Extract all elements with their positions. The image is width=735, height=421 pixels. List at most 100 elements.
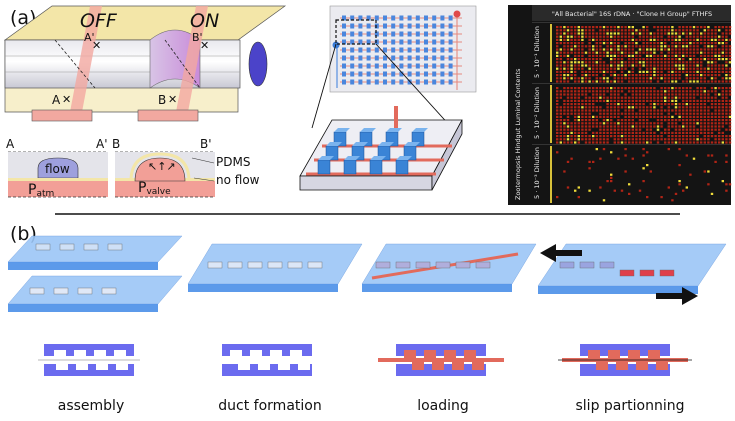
heatmap-cell <box>710 141 714 144</box>
heatmap-cell <box>624 54 627 57</box>
heatmap-cell <box>556 128 559 131</box>
heatmap-cell <box>563 61 566 64</box>
heatmap-cell <box>703 58 706 61</box>
heatmap-cell <box>635 87 638 90</box>
heatmap-cell <box>581 103 584 106</box>
heatmap-cell <box>574 38 577 41</box>
heatmap-cell <box>692 131 696 134</box>
heatmap-cell <box>721 109 724 112</box>
grid-well <box>415 79 420 85</box>
heatmap-cell <box>638 45 642 48</box>
heatmap-cell <box>620 74 624 77</box>
heatmap-cell <box>610 64 613 67</box>
heatmap-cell <box>674 64 678 67</box>
heatmap-cell <box>574 77 577 80</box>
zoom-box <box>335 19 377 45</box>
zoomed-chip-side <box>431 119 463 191</box>
heatmap-cell <box>577 29 580 32</box>
heatmap-cell <box>581 61 584 64</box>
cross-mark-icon: ✕ <box>62 93 71 106</box>
heatmap-cell <box>728 115 732 118</box>
heatmap-cell <box>610 112 613 115</box>
heatmap-cell <box>656 90 660 93</box>
heatmap-cell <box>556 122 559 125</box>
heatmap-cell <box>602 109 606 112</box>
heatmap-cell <box>599 106 602 109</box>
heatmap-cell <box>628 80 631 83</box>
heatmap-cell <box>725 26 728 29</box>
heatmap-cell <box>581 51 584 54</box>
heatmap-cell <box>584 74 588 77</box>
heatmap-cell <box>689 122 692 125</box>
heatmap-cell <box>566 67 570 70</box>
heatmap-cell <box>707 141 710 144</box>
heatmap-cell <box>721 112 724 115</box>
heatmap-cell <box>656 48 660 51</box>
heatmap-cell <box>595 119 598 122</box>
heatmap-cell <box>714 80 717 83</box>
heatmap-cell <box>678 32 681 35</box>
heatmap-cell <box>563 135 566 138</box>
heatmap-cell <box>646 125 649 128</box>
heatmap-cell <box>725 32 728 35</box>
grid-well <box>440 71 445 77</box>
heatmap-cell <box>610 70 613 73</box>
heatmap-cell <box>599 186 602 189</box>
heatmap-cell <box>563 170 566 173</box>
heatmap-cell <box>563 103 566 106</box>
heatmap-cell <box>725 138 728 141</box>
heatmap-cell <box>588 58 591 61</box>
grid-well <box>391 23 396 29</box>
heatmap-cell <box>707 26 710 29</box>
heatmap-cell <box>570 51 573 54</box>
heatmap-cell <box>646 96 649 99</box>
zoomed-chip-channels <box>306 106 452 176</box>
heatmap-cell <box>566 48 570 51</box>
heatmap-cell <box>656 122 660 125</box>
heatmap-cell <box>671 80 674 83</box>
heatmap-cell <box>642 45 645 48</box>
heatmap-cell <box>624 42 627 45</box>
heatmap-cell <box>667 112 670 115</box>
heatmap-cell <box>671 35 674 38</box>
point-a-label: A <box>52 93 61 107</box>
heatmap-cell <box>599 26 602 29</box>
heatmap-cell <box>620 87 624 90</box>
heatmap-cell <box>602 141 606 144</box>
grid-well <box>366 79 371 85</box>
heatmap-cell <box>667 80 670 83</box>
heatmap-cell <box>656 119 660 122</box>
heatmap-cell <box>649 99 652 102</box>
heatmap-cell <box>664 138 667 141</box>
heatmap-cell <box>721 32 724 35</box>
heatmap-cell <box>595 48 598 51</box>
heatmap-cell <box>721 26 724 29</box>
heatmap-cell <box>678 64 681 67</box>
heatmap-cell <box>584 61 588 64</box>
heatmap-cell <box>700 48 703 51</box>
zoom-inlet-post <box>394 106 398 128</box>
heatmap-cell <box>696 64 699 67</box>
heatmap-cell <box>671 93 674 96</box>
heatmap-cell <box>570 35 573 38</box>
heatmap-cell <box>559 35 562 38</box>
heatmap-cell <box>638 135 642 138</box>
heatmap-cell <box>570 74 573 77</box>
schematic-well <box>270 350 282 360</box>
chip-well <box>559 261 575 269</box>
heatmap-cell <box>664 87 667 90</box>
section-a-left-label: A <box>6 137 15 151</box>
heatmap-cell <box>728 138 732 141</box>
heatmap-cell <box>674 112 678 115</box>
heatmap-cell <box>592 58 595 61</box>
heatmap-cell <box>718 138 721 141</box>
heatmap-cell <box>610 151 613 154</box>
grid-well <box>366 31 371 37</box>
heatmap-cell <box>667 115 670 118</box>
heatmap-cell <box>689 173 692 176</box>
heatmap-cell <box>728 90 732 93</box>
heatmap-cell <box>588 64 591 67</box>
heatmap-cell <box>728 141 732 144</box>
heatmap-cell <box>664 128 667 131</box>
